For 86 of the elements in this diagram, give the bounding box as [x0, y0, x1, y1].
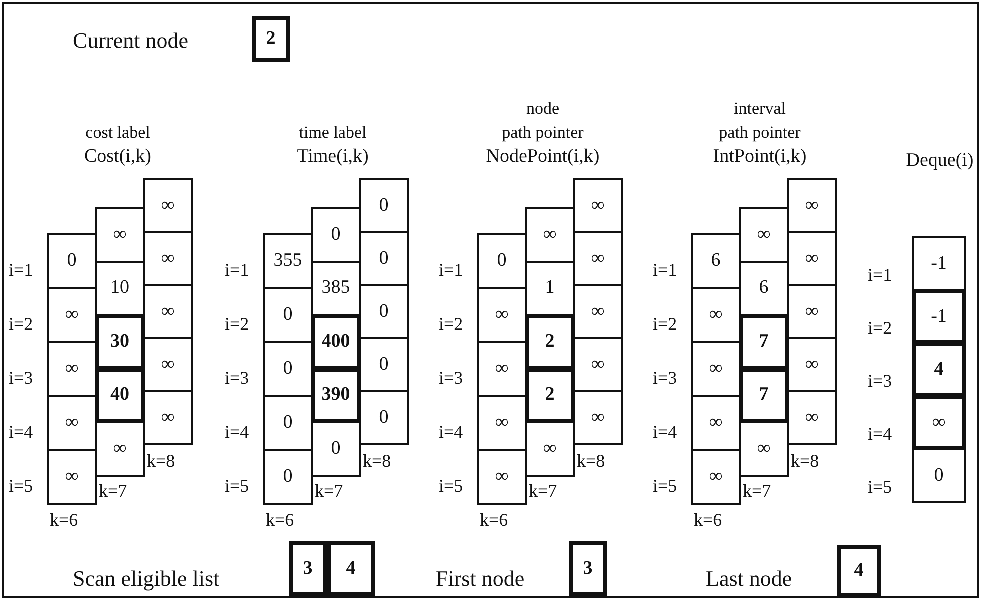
row-index-label: i=1: [9, 259, 34, 281]
value-box: 2: [252, 16, 290, 62]
row-index-label: i=5: [439, 475, 464, 497]
column-index-label: k=8: [147, 450, 176, 472]
array-cell: 0: [359, 178, 409, 233]
row-index-label: i=3: [225, 367, 250, 389]
field-label: path pointer: [502, 122, 584, 144]
row-index-label: i=5: [868, 476, 892, 498]
row-index-label: i=4: [653, 421, 678, 443]
heading: Last node: [706, 568, 792, 590]
array-cell: 0: [263, 449, 313, 505]
column-index-label: k=8: [363, 450, 392, 472]
column-index-label: k=8: [577, 450, 606, 472]
array-cell: 4: [912, 342, 966, 397]
row-index-label: i=3: [868, 370, 892, 392]
row-index-label: i=2: [439, 313, 464, 335]
row-index-label: i=1: [653, 259, 678, 281]
array-cell: ∞: [143, 390, 193, 445]
array-cell: 0: [912, 448, 966, 503]
value-box: 4: [837, 545, 881, 597]
column-index-label: k=6: [480, 509, 508, 531]
row-index-label: i=4: [439, 421, 464, 443]
heading: Current node: [73, 30, 188, 52]
row-index-label: i=3: [9, 367, 34, 389]
array-cell: 0: [47, 233, 97, 289]
field-label: Time(i,k): [297, 146, 369, 168]
field-label: node: [526, 98, 560, 120]
array-cell: ∞: [477, 449, 527, 505]
field-label: NodePoint(i,k): [486, 146, 600, 168]
array-cell: ∞: [787, 390, 837, 445]
array-cell: 7: [739, 314, 789, 370]
field-label: IntPoint(i,k): [713, 146, 807, 168]
array-cell: 355: [263, 233, 313, 289]
value-box: 4: [327, 541, 375, 596]
array-cell: 400: [311, 314, 361, 370]
row-index-label: i=1: [439, 259, 464, 281]
array-cell: ∞: [912, 395, 966, 450]
row-index-label: i=5: [653, 475, 678, 497]
array-cell: 0: [359, 390, 409, 445]
row-index-label: i=5: [225, 475, 250, 497]
array-cell: ∞: [47, 449, 97, 505]
array-cell: 40: [95, 368, 145, 423]
array-cell: 7: [739, 368, 789, 423]
row-index-label: i=3: [439, 367, 464, 389]
column-index-label: k=8: [791, 450, 820, 472]
column-index-label: k=7: [529, 480, 558, 502]
heading: First node: [436, 568, 525, 590]
array-cell: 390: [311, 368, 361, 423]
column-index-label: k=6: [694, 509, 722, 531]
array-cell: -1: [912, 236, 966, 291]
field-label: Cost(i,k): [84, 146, 152, 168]
row-index-label: i=2: [225, 313, 250, 335]
field-label: time label: [299, 122, 367, 144]
array-cell: ∞: [573, 390, 623, 445]
row-index-label: i=1: [225, 259, 250, 281]
field-label: path pointer: [719, 122, 801, 144]
array-cell: ∞: [573, 178, 623, 233]
array-cell: -1: [912, 289, 966, 344]
row-index-label: i=1: [868, 264, 892, 286]
column-index-label: k=7: [743, 480, 772, 502]
column-index-label: k=7: [99, 480, 128, 502]
column-index-label: k=7: [315, 480, 344, 502]
value-box: 3: [569, 541, 607, 596]
array-cell: 0: [477, 233, 527, 289]
row-index-label: i=4: [868, 423, 892, 445]
row-index-label: i=3: [653, 367, 678, 389]
row-index-label: i=2: [9, 313, 34, 335]
array-cell: ∞: [787, 178, 837, 233]
array-cell: ∞: [691, 449, 741, 505]
row-index-label: i=4: [9, 421, 34, 443]
value-box: 3: [289, 541, 327, 596]
field-label: interval: [734, 98, 786, 120]
row-index-label: i=5: [9, 475, 34, 497]
field-label: Deque(i): [906, 150, 974, 172]
heading: Scan eligible list: [73, 568, 220, 590]
array-cell: 6: [691, 233, 741, 289]
array-cell: 30: [95, 314, 145, 370]
array-cell: ∞: [143, 178, 193, 233]
column-index-label: k=6: [266, 509, 294, 531]
row-index-label: i=2: [868, 317, 892, 339]
row-index-label: i=4: [225, 421, 250, 443]
array-cell: 2: [525, 314, 575, 370]
column-index-label: k=6: [50, 509, 78, 531]
row-index-label: i=2: [653, 313, 678, 335]
field-label: cost label: [86, 122, 150, 144]
array-cell: 2: [525, 368, 575, 423]
